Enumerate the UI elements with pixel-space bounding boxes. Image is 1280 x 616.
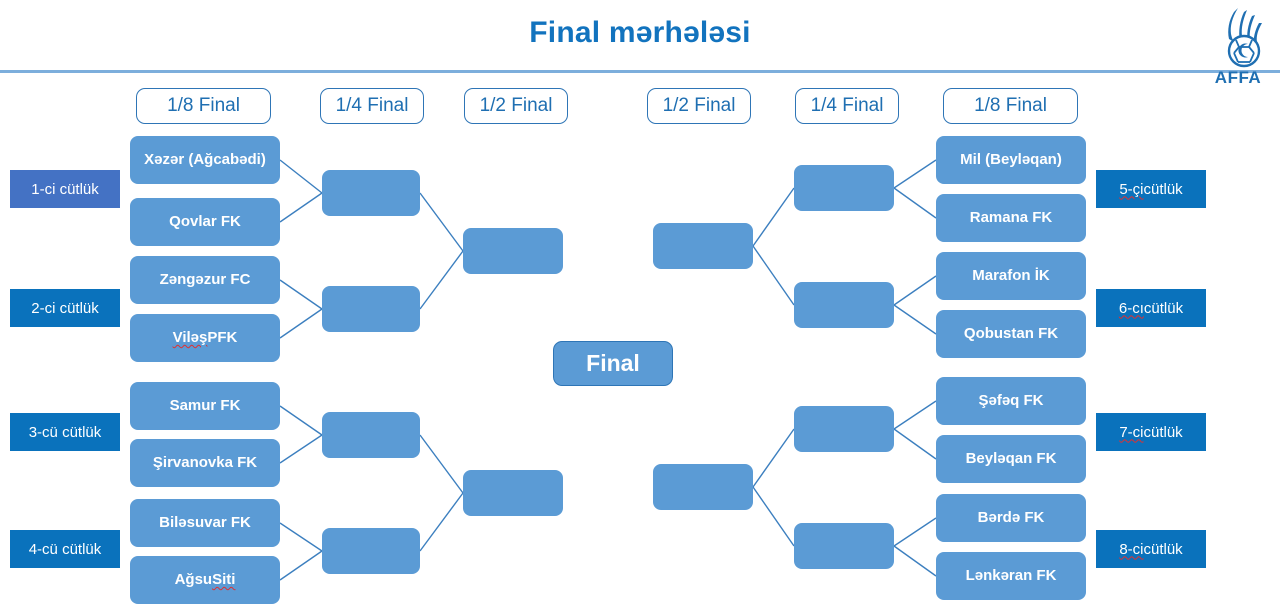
pair-label: 4-cü cütlük: [10, 530, 120, 568]
final-box[interactable]: Final: [553, 341, 673, 386]
team-box[interactable]: Lənkəran FK: [936, 552, 1086, 600]
match-slot-right-semi-1[interactable]: [653, 464, 753, 510]
team-box[interactable]: Viləş PFK: [130, 314, 280, 362]
connector-line: [419, 250, 464, 310]
match-slot-left-quarter-1[interactable]: [322, 286, 420, 332]
team-box[interactable]: Ağsu Siti: [130, 556, 280, 604]
connector-line: [893, 275, 937, 306]
team-box[interactable]: Qovlar FK: [130, 198, 280, 246]
connector-line: [893, 428, 937, 460]
connector-line: [893, 187, 937, 219]
affa-logo-text: AFFA: [1214, 68, 1262, 87]
team-box[interactable]: Şəfəq FK: [936, 377, 1086, 425]
pair-label: 5-çi cütlük: [1096, 170, 1206, 208]
connector-line: [893, 304, 937, 335]
connector-line: [279, 550, 323, 581]
connector-line: [279, 308, 323, 339]
round-header-right-2: 1/8 Final: [943, 88, 1078, 124]
connector-line: [419, 492, 464, 552]
affa-logo: AFFA: [1198, 6, 1278, 92]
team-box[interactable]: Qobustan FK: [936, 310, 1086, 358]
connector-line: [279, 522, 323, 552]
header-divider: [0, 70, 1280, 73]
team-box[interactable]: Biləsuvar FK: [130, 499, 280, 547]
connector-line: [752, 486, 795, 547]
team-box[interactable]: Marafon İK: [936, 252, 1086, 300]
pair-label: 8-ci cütlük: [1096, 530, 1206, 568]
match-slot-right-quarter-1[interactable]: [794, 282, 894, 328]
connector-line: [893, 400, 937, 430]
match-slot-right-quarter-2[interactable]: [794, 406, 894, 452]
match-slot-left-quarter-2[interactable]: [322, 412, 420, 458]
pair-label: 7-ci cütlük: [1096, 413, 1206, 451]
round-header-right-1: 1/4 Final: [795, 88, 899, 124]
round-header-left-2: 1/2 Final: [464, 88, 568, 124]
connector-line: [893, 545, 937, 577]
pair-label: 2-ci cütlük: [10, 289, 120, 327]
match-slot-right-quarter-0[interactable]: [794, 165, 894, 211]
team-box[interactable]: Bərdə FK: [936, 494, 1086, 542]
team-box[interactable]: Ramana FK: [936, 194, 1086, 242]
team-box[interactable]: Beyləqan FK: [936, 435, 1086, 483]
connector-line: [279, 192, 323, 223]
connector-line: [752, 245, 795, 306]
match-slot-left-quarter-3[interactable]: [322, 528, 420, 574]
connector-line: [893, 159, 937, 189]
connector-line: [279, 159, 323, 194]
pair-label: 6-cı cütlük: [1096, 289, 1206, 327]
connector-line: [752, 428, 795, 488]
match-slot-left-semi-0[interactable]: [463, 228, 563, 274]
round-header-left-1: 1/4 Final: [320, 88, 424, 124]
connector-line: [279, 405, 323, 436]
match-slot-right-quarter-3[interactable]: [794, 523, 894, 569]
connector-line: [752, 187, 795, 247]
connector-line: [419, 434, 464, 494]
connector-line: [419, 192, 464, 252]
team-box[interactable]: Samur FK: [130, 382, 280, 430]
round-header-right-0: 1/2 Final: [647, 88, 751, 124]
pair-label: 1-ci cütlük: [10, 170, 120, 208]
page-title: Final mərhələsi: [529, 16, 751, 49]
match-slot-left-semi-1[interactable]: [463, 470, 563, 516]
round-header-left-0: 1/8 Final: [136, 88, 271, 124]
connector-line: [279, 279, 323, 310]
team-box[interactable]: Şirvanovka FK: [130, 439, 280, 487]
match-slot-left-quarter-0[interactable]: [322, 170, 420, 216]
connector-line: [893, 517, 937, 547]
pair-label: 3-cü cütlük: [10, 413, 120, 451]
team-box[interactable]: Zəngəzur FC: [130, 256, 280, 304]
affa-flame-football-icon: [1227, 8, 1262, 68]
match-slot-right-semi-0[interactable]: [653, 223, 753, 269]
team-box[interactable]: Mil (Beyləqan): [936, 136, 1086, 184]
team-box[interactable]: Xəzər (Ağcabədi): [130, 136, 280, 184]
connector-line: [279, 434, 323, 464]
